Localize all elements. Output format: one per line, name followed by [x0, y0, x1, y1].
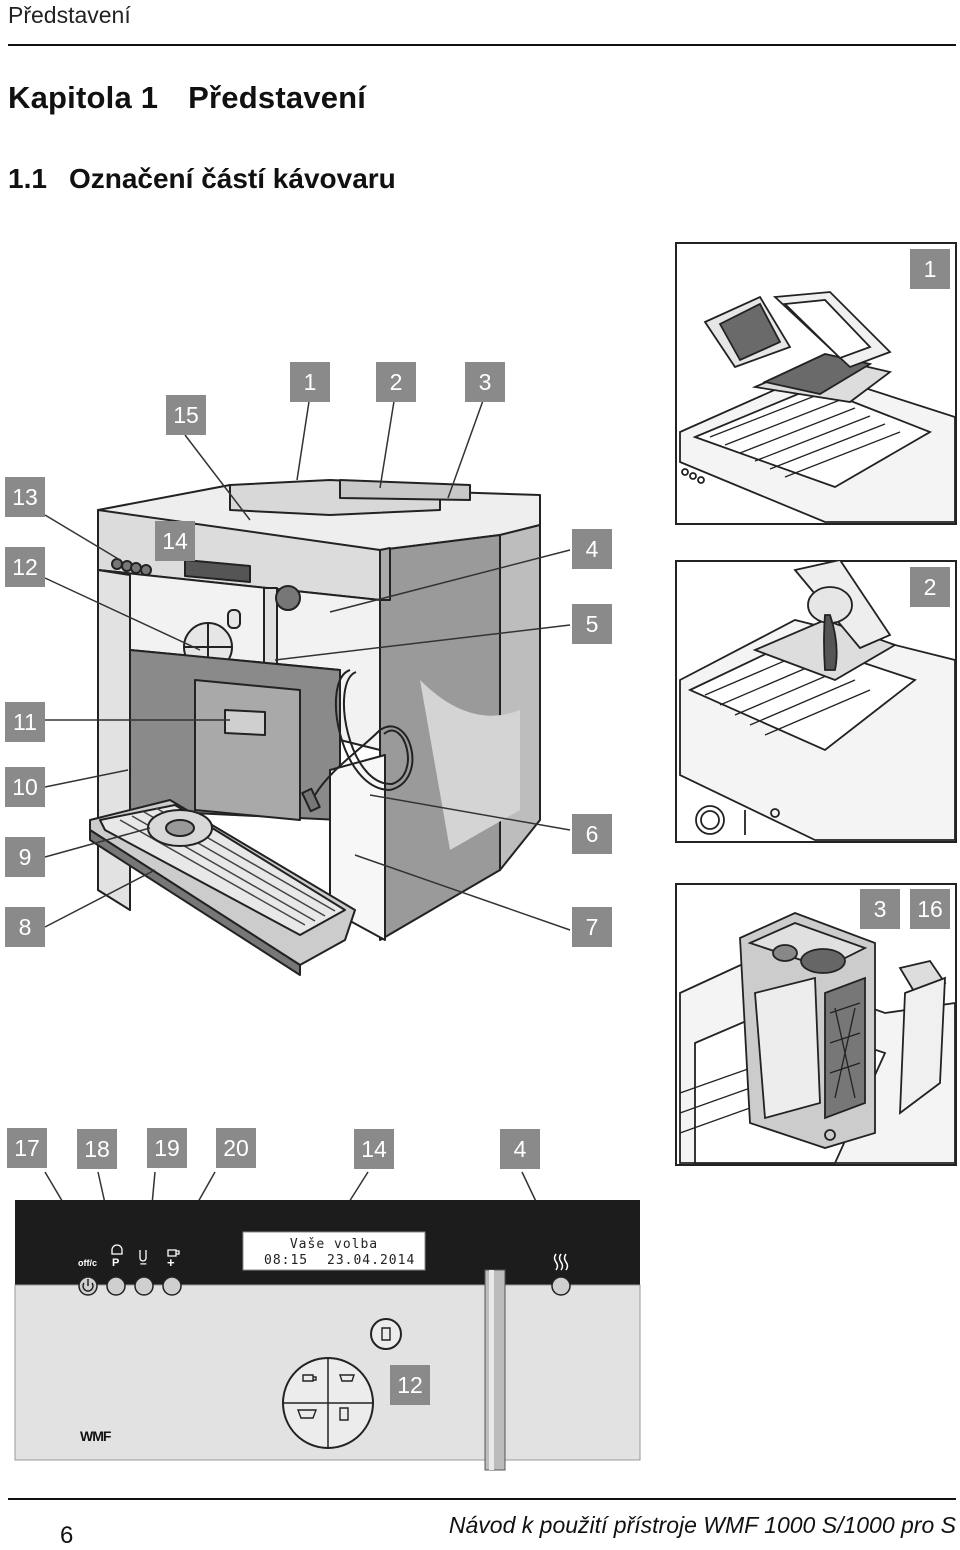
- coffee-machine-illustration: [44, 394, 571, 976]
- detail1-callout-1: 1: [910, 249, 950, 289]
- chapter-name: Představení: [188, 80, 367, 115]
- button-label-p: P: [112, 1257, 120, 1269]
- callout-2: 2: [376, 362, 416, 402]
- detail2-callout-2: 2: [910, 567, 950, 607]
- wmf-logo: WMF: [80, 1428, 111, 1444]
- callout-12: 12: [5, 547, 45, 587]
- running-header: Představení: [8, 2, 131, 28]
- display-time: 08:15: [264, 1253, 309, 1268]
- callout-4: 4: [572, 529, 612, 569]
- callout-8: 8: [5, 907, 45, 947]
- panel-callout-20: 20: [216, 1128, 256, 1168]
- callout-1: 1: [290, 362, 330, 402]
- display-date: 23.04.2014: [327, 1253, 416, 1268]
- detail3-callout-16: 16: [910, 889, 950, 929]
- section-number: 1.1: [8, 163, 47, 194]
- button-label-minus: –: [140, 1256, 147, 1270]
- detail-brewing-unit: [675, 883, 957, 1166]
- footer-rule: [8, 1498, 956, 1500]
- section-name: Označení částí kávovaru: [68, 163, 396, 194]
- detail-bean-hopper: [675, 242, 957, 525]
- panel-callout-14: 14: [354, 1129, 394, 1169]
- page-number: 6: [60, 1522, 74, 1549]
- callout-13: 13: [5, 477, 45, 517]
- callout-6: 6: [572, 814, 612, 854]
- panel-callout-19: 19: [147, 1128, 187, 1168]
- header-rule: [8, 44, 956, 46]
- panel-callout-18: 18: [77, 1129, 117, 1169]
- chapter-title: Kapitola 1 Představení: [8, 80, 366, 116]
- chapter-number: Kapitola 1: [8, 80, 159, 115]
- panel-callout-12: 12: [390, 1365, 430, 1405]
- display-line1: Vaše volba: [289, 1237, 379, 1252]
- callout-15: 15: [166, 395, 206, 435]
- footer-document-title: Návod k použití přístroje WMF 1000 S/100…: [448, 1512, 956, 1538]
- callout-5: 5: [572, 604, 612, 644]
- section-title: 1.1 Označení částí kávovaru: [8, 163, 396, 195]
- callout-10: 10: [5, 767, 45, 807]
- panel-callout-17: 17: [7, 1128, 47, 1168]
- callout-11: 11: [5, 702, 45, 742]
- button-label-off-c: off/c: [78, 1258, 97, 1268]
- detail3-callout-3: 3: [860, 889, 900, 929]
- callout-9: 9: [5, 837, 45, 877]
- callout-14: 14: [155, 521, 195, 561]
- callout-7: 7: [572, 907, 612, 947]
- detail-ground-coffee-chute: [675, 560, 957, 843]
- panel-callout-4: 4: [500, 1129, 540, 1169]
- control-panel-illustration: [14, 1171, 641, 1471]
- button-label-plus: +: [167, 1255, 175, 1270]
- callout-3: 3: [465, 362, 505, 402]
